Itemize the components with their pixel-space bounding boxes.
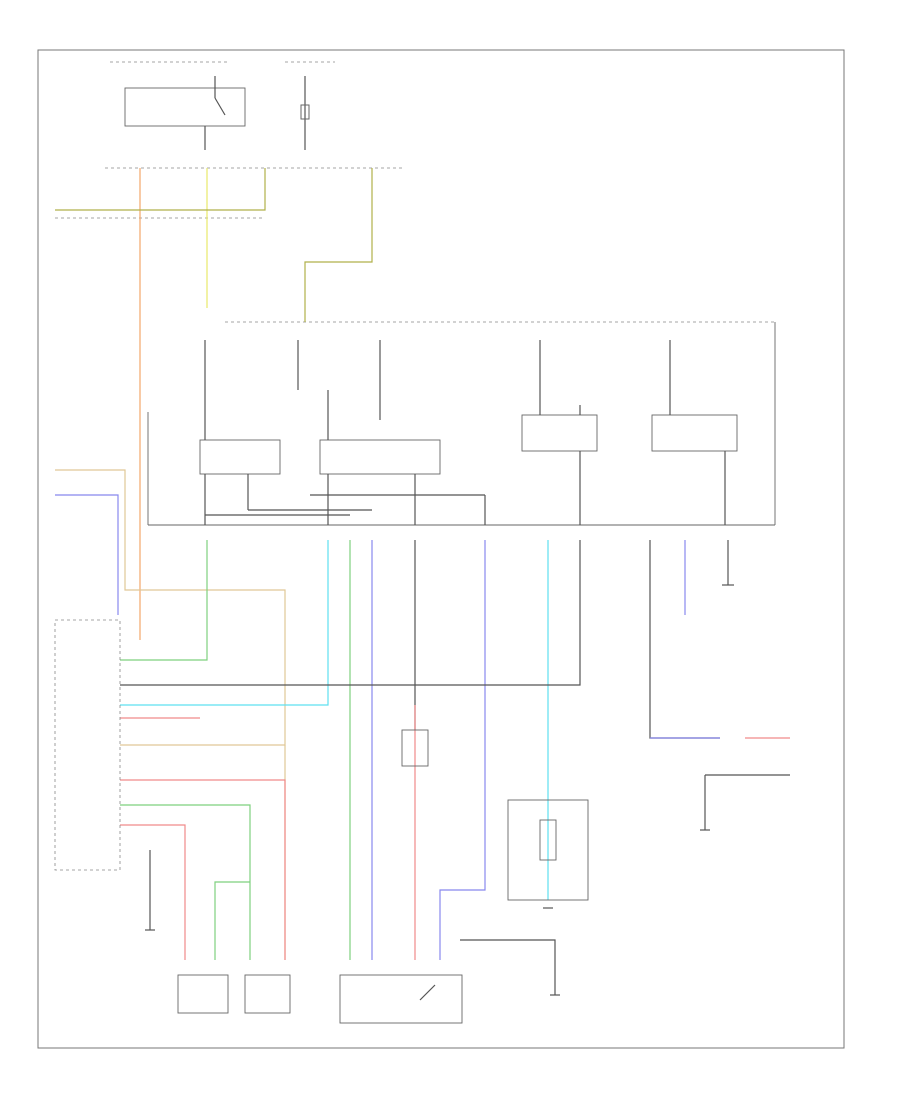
relay-a xyxy=(199,439,281,475)
fuse-top xyxy=(300,104,310,120)
wire-green xyxy=(120,540,208,661)
wire-cyan xyxy=(120,540,329,706)
wire-olive xyxy=(55,168,266,211)
wire-blue-left xyxy=(55,494,119,615)
relay-d xyxy=(651,414,738,452)
lower-components xyxy=(54,619,589,1024)
ac-pressure-switch xyxy=(401,729,429,767)
main-relay-group xyxy=(110,61,335,150)
relay-c xyxy=(521,414,598,452)
diagram-frame xyxy=(37,49,845,1049)
ground-symbols xyxy=(145,584,734,996)
sensor-a xyxy=(177,974,229,1014)
under-dash-fuse-box xyxy=(147,321,776,526)
ac-thermostat-box xyxy=(507,799,589,901)
wire-group xyxy=(55,168,790,995)
compressor-clutch-relay xyxy=(339,974,463,1024)
relay-b xyxy=(319,439,441,475)
wire-tan xyxy=(55,469,286,746)
ecm-connector-frame xyxy=(54,619,121,871)
main-relay-box xyxy=(124,87,246,127)
sensor-b xyxy=(244,974,291,1014)
